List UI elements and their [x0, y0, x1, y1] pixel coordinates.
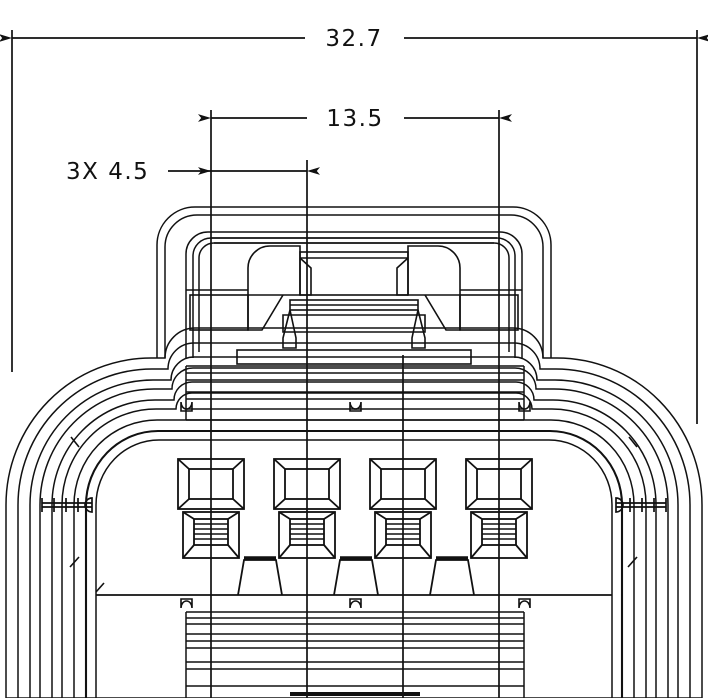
lever-right-pad-shoulder: [424, 294, 461, 331]
side-rib-left-1: [41, 498, 79, 512]
lever-seat-plate: [236, 349, 472, 365]
side-nub-left: [84, 497, 93, 513]
lever-lower-skirt: [282, 314, 426, 333]
side-rib-right-bar: [616, 502, 666, 508]
shroud-ring-3: [29, 356, 679, 698]
latch-inner-shell-3: [198, 242, 510, 352]
side-rib-right-1: [629, 498, 667, 512]
ring-tick-left-lower2: [95, 582, 105, 593]
side-nub-right: [615, 497, 624, 513]
keyway-2: [333, 559, 379, 596]
alignment-pin-bottom-center: [349, 598, 362, 609]
keyway-1: [237, 559, 283, 596]
ring-tick-marks: [69, 436, 638, 593]
latch-outer-shell-2: [164, 214, 544, 358]
lever-leg-left: [282, 309, 297, 349]
lever-left-pad: [247, 245, 301, 296]
polarizing-keyways: [96, 556, 612, 596]
alignment-pin-top-left: [180, 401, 193, 412]
latch-inner-shell: [185, 231, 523, 358]
dimension-label-cavity-pitch: 3X 4.5: [66, 159, 149, 185]
lever-mechanism: [186, 245, 522, 365]
ring-tick-left-lower: [69, 556, 80, 568]
latch-inner-shell-2: [192, 237, 516, 358]
cavity-opening-oval: [84, 429, 624, 698]
latch-outer-shell: [156, 206, 552, 358]
alignment-pin-bottom-left: [180, 598, 193, 609]
side-rib-left-bar: [42, 502, 92, 508]
extension-lines: [11, 30, 698, 698]
lever-left-pad-shoulder: [247, 294, 284, 331]
terminal-cavities-lower: [182, 511, 528, 559]
terminal-cavity-lower-3: [374, 511, 432, 559]
alignment-pin-top-right: [518, 401, 531, 412]
shroud-ring-5: [51, 381, 657, 698]
lever-side-plate-left: [189, 294, 249, 331]
lever-tab-right: [396, 257, 409, 296]
alignment-pins-top: [180, 401, 531, 412]
shroud-ring-1: [5, 327, 703, 698]
terminal-cavity-lower-1: [182, 511, 240, 559]
lever-center-block: [299, 251, 409, 296]
alignment-pins-bottom: [180, 598, 531, 609]
side-rib-marks: [41, 497, 667, 513]
shroud-ring-4: [39, 367, 669, 698]
shroud-ring-6: [61, 392, 647, 698]
terminal-cavity-4: [465, 458, 533, 510]
terminal-cavity-3: [369, 458, 437, 510]
alignment-pin-bottom-right: [518, 598, 531, 609]
ring-tick-right-lower: [627, 556, 638, 568]
ring-tick-left-upper: [70, 436, 80, 448]
keyway-3: [429, 559, 475, 596]
lever-side-plate-right: [459, 294, 519, 331]
lever-tab-left: [299, 257, 312, 296]
connector-outer-shroud: [5, 327, 703, 698]
terminal-cavity-lower-4: [470, 511, 528, 559]
cavity-opening-oval-inner: [95, 439, 613, 698]
terminal-cavities-upper: [177, 458, 533, 510]
latch-tower: [156, 206, 552, 358]
terminal-cavity-2: [273, 458, 341, 510]
lever-right-pad: [407, 245, 461, 296]
dimension-label-pitch-span: 13.5: [326, 106, 383, 132]
shroud-ring-2: [17, 342, 691, 698]
ring-tick-right-upper: [628, 436, 638, 448]
alignment-pin-top-center: [349, 401, 362, 412]
bottom-step-bands: [185, 611, 525, 698]
terminal-cavity-lower-2: [278, 511, 336, 559]
terminal-cavity-1: [177, 458, 245, 510]
dimension-label-overall-width: 32.7: [325, 26, 382, 52]
lever-leg-right: [411, 309, 426, 349]
